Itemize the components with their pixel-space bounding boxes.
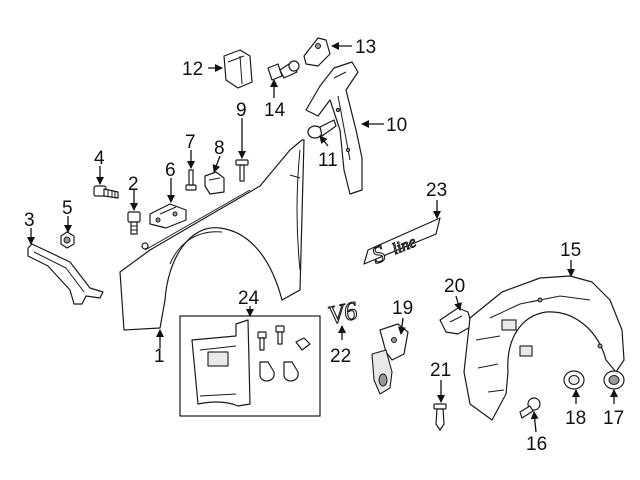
callout-19: 19 [392, 298, 413, 319]
callout-17: 17 [603, 408, 624, 429]
callout-1: 1 [154, 346, 165, 367]
wheelhouse-liner[interactable] [463, 275, 625, 421]
push-pin-part-21[interactable] [433, 403, 447, 431]
callout-16: 16 [526, 434, 547, 455]
screw-part-7[interactable] [185, 169, 197, 191]
callout-8: 8 [214, 138, 225, 159]
bolt-part-2[interactable] [127, 211, 141, 235]
kit-clamps [259, 361, 299, 382]
callout-9: 9 [236, 100, 247, 121]
callout-5: 5 [62, 198, 73, 219]
callout-7: 7 [185, 132, 196, 153]
bracket-part-19[interactable] [371, 323, 409, 395]
grommet-part-18[interactable] [563, 370, 585, 390]
callout-14: 14 [264, 100, 286, 121]
mud-flap-kit[interactable] [179, 315, 321, 417]
callout-21: 21 [430, 360, 451, 381]
callout-22: 22 [330, 346, 351, 367]
screw-part-9[interactable] [235, 159, 249, 182]
s-line-badge[interactable]: S line [363, 217, 441, 270]
rivet-part-11[interactable] [307, 119, 337, 139]
callout-20: 20 [444, 276, 465, 297]
callout-6: 6 [165, 160, 176, 181]
kit-screws [257, 325, 311, 351]
callout-24: 24 [238, 288, 260, 309]
v6-text: V6 [326, 296, 360, 330]
callout-numbers: 1 2 3 4 5 6 7 8 9 10 11 12 13 14 15 16 1… [24, 37, 624, 455]
fender-liner-strip[interactable] [305, 61, 363, 195]
fender-bracket[interactable] [149, 203, 187, 229]
v6-badge[interactable]: V6 [325, 295, 360, 330]
callout-15: 15 [560, 240, 581, 261]
bracket-part-13[interactable] [303, 37, 331, 67]
callout-23: 23 [426, 180, 447, 201]
callout-12: 12 [182, 59, 203, 80]
callout-10: 10 [386, 115, 407, 136]
callout-4: 4 [94, 148, 105, 169]
fender-seal-strip[interactable] [27, 243, 104, 305]
screw-part-16[interactable] [519, 397, 541, 419]
nut-part-5[interactable] [60, 231, 75, 249]
grommet-part-17[interactable] [603, 370, 625, 390]
bolt-part-4[interactable] [93, 185, 119, 199]
clip-part-8[interactable] [204, 171, 225, 195]
bracket-part-12[interactable] [223, 49, 253, 89]
callout-11: 11 [318, 150, 338, 171]
mud-flap-label [207, 351, 229, 367]
leader-lines [27, 42, 618, 433]
callout-3: 3 [24, 210, 35, 231]
callout-2: 2 [128, 174, 139, 195]
push-clip-part-14[interactable] [267, 60, 300, 81]
callout-18: 18 [565, 408, 586, 429]
callout-13: 13 [355, 37, 376, 58]
clip-part-20[interactable] [439, 307, 473, 335]
front-fender[interactable] [119, 139, 305, 331]
